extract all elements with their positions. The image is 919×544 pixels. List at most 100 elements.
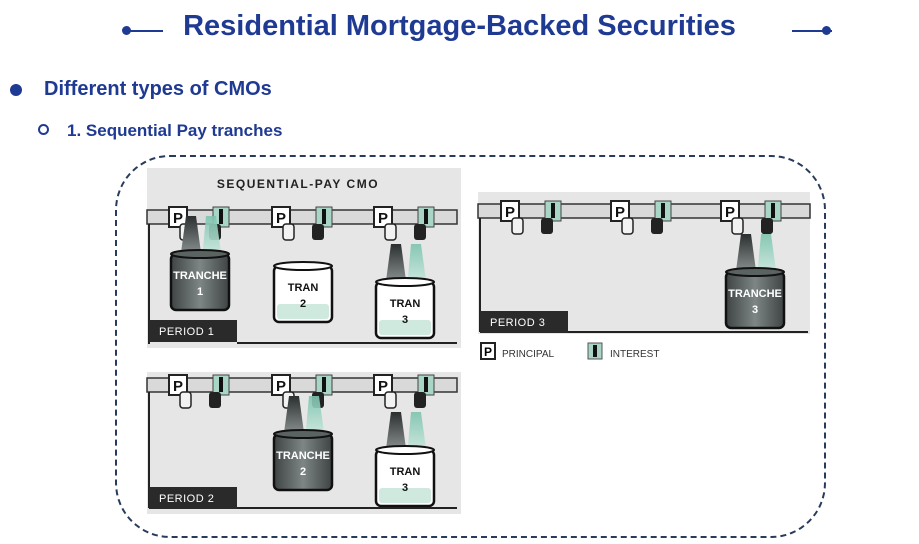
tank-number: 3	[752, 304, 758, 316]
interest-bar	[551, 203, 555, 218]
legend-principal-text: PRINCIPAL	[502, 349, 554, 360]
period-label: PERIOD 2	[149, 487, 237, 509]
interest-valve-cap	[209, 392, 221, 408]
diagram-frame	[115, 155, 826, 538]
tank-number: 2	[300, 466, 306, 478]
tank-number: 1	[197, 286, 203, 298]
tank-rim	[375, 277, 435, 287]
tank-body	[169, 252, 231, 312]
principal-valve-cap	[621, 217, 634, 235]
tranche-tank: TRANCHE 2	[272, 396, 334, 492]
principal-letter: P	[615, 204, 625, 221]
interest-valve-cap	[651, 218, 663, 234]
interest-valve-cap	[414, 224, 426, 240]
interest-valve-cap	[312, 224, 324, 240]
interest-bar	[661, 203, 665, 218]
principal-icon	[373, 206, 393, 228]
principal-icon	[500, 200, 520, 222]
principal-letter: P	[276, 210, 286, 227]
principal-flow	[385, 412, 407, 456]
principal-letter: P	[276, 378, 286, 395]
principal-valve-cap	[179, 391, 192, 409]
interest-bar	[322, 377, 326, 392]
tank-label: TRAN	[390, 298, 421, 310]
title-right-dot	[822, 26, 831, 35]
principal-letter: P	[725, 204, 735, 221]
interest-flow	[407, 412, 427, 456]
tank-label: TRANCHE	[728, 288, 782, 300]
bullet-level2-text: 1. Sequential Pay tranches	[67, 121, 283, 140]
principal-valve-cap	[384, 391, 397, 409]
interest-bar	[219, 209, 223, 224]
tank-liquid	[379, 320, 431, 335]
period-label-bg	[149, 320, 237, 342]
bullet-level1-text: Different types of CMOs	[44, 78, 272, 100]
tranche-tank: TRANCHE 1	[169, 216, 231, 312]
tank-rim	[273, 429, 333, 439]
tranche-tank: TRAN 3	[374, 244, 436, 340]
period-label-bg	[480, 311, 568, 333]
principal-flow	[283, 396, 305, 440]
slide-title: Residential Mortgage-Backed Securities	[183, 10, 736, 42]
diagram-heading: SEQUENTIAL-PAY CMO	[217, 177, 379, 191]
valve-set: P	[610, 200, 672, 235]
valve-set: P	[373, 206, 435, 241]
valve-set: P	[720, 200, 782, 235]
pipe-bar	[146, 377, 458, 393]
principal-letter: P	[378, 210, 388, 227]
tank-label: TRANCHE	[173, 270, 227, 282]
tank-number: 2	[300, 298, 306, 310]
bullet-level2-ring	[38, 124, 49, 135]
principal-valve-cap	[282, 223, 295, 241]
valve-set: P	[373, 374, 435, 409]
tank-rim	[273, 261, 333, 271]
principal-valve-cap	[731, 217, 744, 235]
principal-icon	[373, 374, 393, 396]
principal-flow	[385, 244, 407, 288]
legend-principal-icon	[480, 342, 496, 360]
interest-bar	[219, 377, 223, 392]
interest-flow	[407, 244, 427, 288]
interest-flow	[305, 396, 325, 440]
title-left-line	[123, 30, 163, 32]
principal-letter: P	[378, 378, 388, 395]
valve-set: P	[500, 200, 562, 235]
interest-flow	[757, 234, 777, 278]
tank-label: TRANCHE	[276, 450, 330, 462]
tank-label: TRAN	[390, 466, 421, 478]
tranche-tank: TRAN 3	[374, 412, 436, 508]
valve-set: P	[168, 374, 230, 409]
tank-liquid	[277, 304, 329, 319]
tank-number: 3	[402, 482, 408, 494]
period-label-text: PERIOD 3	[490, 317, 545, 329]
period-label-bg	[149, 487, 237, 509]
valve-set: P	[271, 206, 333, 241]
principal-valve-cap	[511, 217, 524, 235]
tranche-tank: TRANCHE 3	[724, 234, 786, 330]
interest-valve-cap	[761, 218, 773, 234]
principal-letter: P	[173, 378, 183, 395]
bullet-level1-dot	[10, 84, 22, 96]
interest-valve-cap	[414, 392, 426, 408]
principal-flow	[180, 216, 202, 260]
tank-rim	[725, 267, 785, 277]
interest-flow	[202, 216, 222, 260]
period-label-text: PERIOD 1	[159, 326, 214, 338]
tank-number: 3	[402, 314, 408, 326]
period-label-text: PERIOD 2	[159, 493, 214, 505]
principal-flow	[735, 234, 757, 278]
principal-icon	[168, 374, 188, 396]
tank-rim	[375, 445, 435, 455]
principal-letter: P	[173, 210, 183, 227]
legend-interest-text: INTEREST	[610, 349, 659, 360]
period-label: PERIOD 1	[149, 320, 237, 342]
interest-bar	[424, 377, 428, 392]
tank-rim	[170, 249, 230, 259]
pipe-bar	[477, 203, 811, 219]
legend-interest-bar	[593, 345, 597, 357]
tank-body	[272, 432, 334, 492]
principal-valve-cap	[384, 223, 397, 241]
tank-liquid	[379, 488, 431, 503]
